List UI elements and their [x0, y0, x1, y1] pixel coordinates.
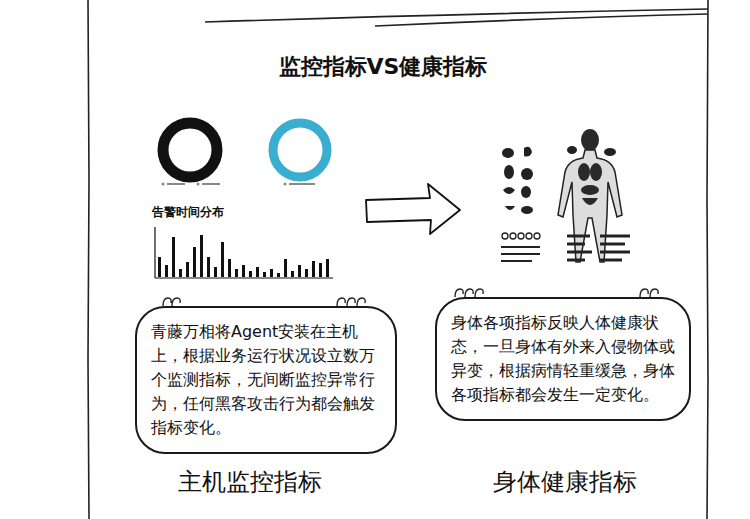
donut-chart	[273, 123, 327, 177]
outline-arrow	[366, 184, 460, 234]
page-frame	[88, 0, 708, 519]
organ-icons	[502, 146, 616, 214]
body-figure	[558, 129, 622, 262]
speech-bubble: 身体各项指标反映人体健康状态，一旦身体有外来入侵物体或异变，根据病情轻重缓急，身…	[435, 297, 691, 421]
bubble-text: 身体各项指标反映人体健康状态，一旦身体有外来入侵物体或异变，根据病情轻重缓急，身…	[451, 311, 675, 407]
chart-legend-dots	[162, 183, 316, 186]
bubble-text: 青藤万相将Agent安装在主机上，根据业务运行状况设立数万个监测指标，无间断监控…	[151, 320, 381, 440]
caption-label: 身体健康指标	[493, 466, 637, 498]
donut-chart	[163, 123, 217, 177]
bar-chart	[155, 227, 333, 278]
caption-label: 主机监控指标	[178, 466, 322, 498]
chart-title: 告警时间分布	[152, 204, 224, 221]
speech-bubble: 青藤万相将Agent安装在主机上，根据业务运行状况设立数万个监测指标，无间断监控…	[135, 306, 397, 454]
diagram-title: 监控指标VS健康指标	[279, 52, 488, 82]
indicator-rows	[501, 233, 630, 261]
